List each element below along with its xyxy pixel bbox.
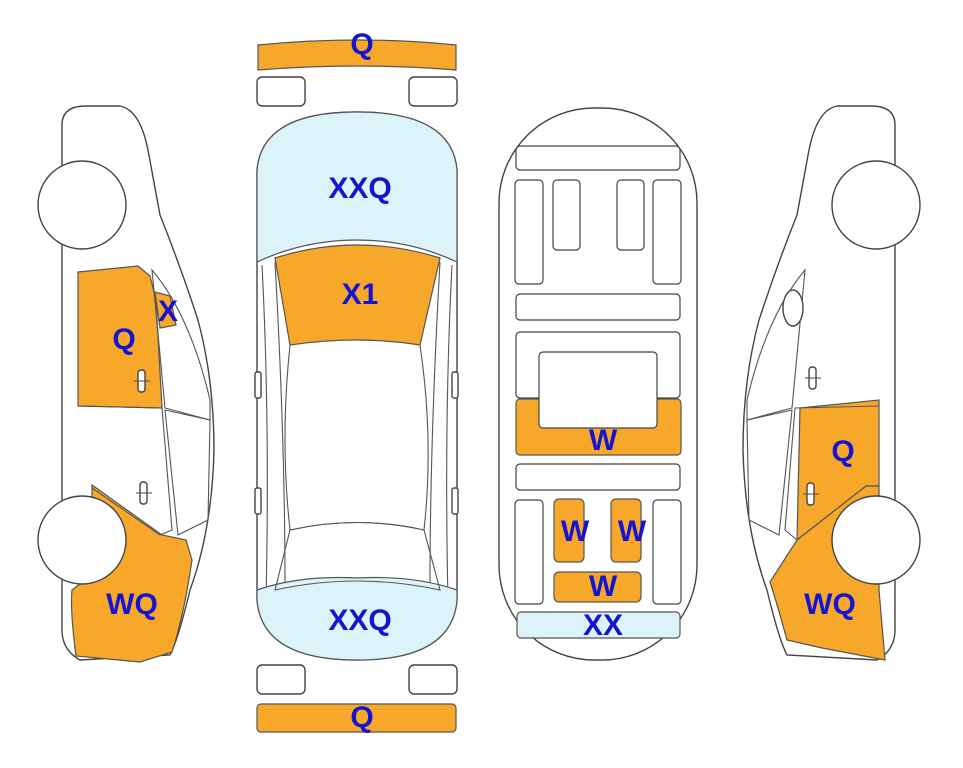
underbody-view: W W W W XX	[498, 107, 698, 661]
right-mirror	[451, 371, 459, 399]
rear-left-light	[256, 664, 306, 695]
left-window-outline	[151, 268, 211, 421]
rear-right-light	[408, 664, 458, 695]
left-mirror	[254, 371, 262, 399]
under-front-left-inner	[552, 179, 581, 251]
under-rear-bar	[515, 463, 681, 491]
left-door-seam	[77, 405, 173, 536]
left-front-wheel	[37, 160, 127, 250]
under-right-pad-code: W	[618, 515, 647, 548]
left-rear-quarter-code: WQ	[106, 588, 158, 621]
right-rear-window	[746, 409, 793, 536]
hood-code: XXQ	[328, 172, 391, 205]
right-front-wheel	[831, 160, 921, 250]
under-front-right-rail	[652, 179, 682, 285]
top-left-inner-line	[274, 261, 286, 586]
windshield-code: X1	[342, 278, 379, 311]
right-rear-wheel	[831, 495, 921, 585]
left-rear-mirror	[254, 487, 262, 515]
left-rear-wheel	[37, 495, 127, 585]
left-side-view: Q X WQ	[37, 105, 215, 663]
right-window-outline	[746, 268, 806, 421]
left-pillar-damage	[154, 291, 177, 329]
right-mirror-shape	[782, 289, 804, 327]
windshield-damage	[274, 244, 441, 346]
under-right-pad-damage	[610, 498, 642, 563]
under-lower-pad-damage	[553, 571, 642, 603]
left-rear-window	[164, 409, 211, 536]
under-rear-strip-damage	[516, 611, 681, 639]
left-rear-handle-icon	[136, 481, 152, 505]
hood-damage	[256, 111, 458, 263]
front-right-light	[408, 76, 458, 107]
under-left-pad-code: W	[561, 515, 590, 548]
front-bumper-code: Q	[350, 28, 373, 61]
under-center-code: W	[589, 424, 618, 457]
left-front-handle-icon	[134, 369, 150, 393]
right-rear-quarter-code: WQ	[804, 588, 856, 621]
left-pillar-code: X	[158, 295, 178, 328]
rear-window-outline	[274, 521, 441, 591]
under-front-bar	[515, 145, 681, 171]
top-view: Q XXQ X1 XXQ Q	[254, 28, 459, 734]
trunk-code: XXQ	[328, 604, 391, 637]
top-right-inner-line	[429, 261, 441, 586]
right-front-handle-icon	[805, 366, 821, 390]
top-right-side-line	[446, 264, 453, 601]
left-upper-door-code: Q	[112, 323, 135, 356]
right-rear-handle-icon	[803, 482, 819, 506]
front-left-light	[256, 76, 306, 107]
under-center-cover	[538, 351, 658, 429]
under-left-pad-damage	[553, 498, 585, 563]
under-rear-strip-code: XX	[583, 609, 623, 642]
under-lower-pad-code: W	[589, 570, 618, 603]
under-mid-bar	[515, 293, 681, 321]
under-rear-right-rail	[652, 499, 682, 605]
under-rear-left-rail	[514, 499, 544, 605]
right-side-view: Q WQ	[742, 105, 921, 661]
front-bumper-damage	[257, 39, 457, 71]
under-front-left-rail	[514, 179, 544, 285]
rear-bumper-code: Q	[350, 701, 373, 734]
trunk-damage	[256, 576, 458, 661]
right-door-code: Q	[831, 435, 854, 468]
right-rear-mirror	[451, 487, 459, 515]
right-door-seam	[784, 405, 880, 541]
top-left-side-line	[261, 264, 268, 601]
under-front-right-inner	[616, 179, 645, 251]
rear-bumper-damage	[256, 703, 457, 733]
